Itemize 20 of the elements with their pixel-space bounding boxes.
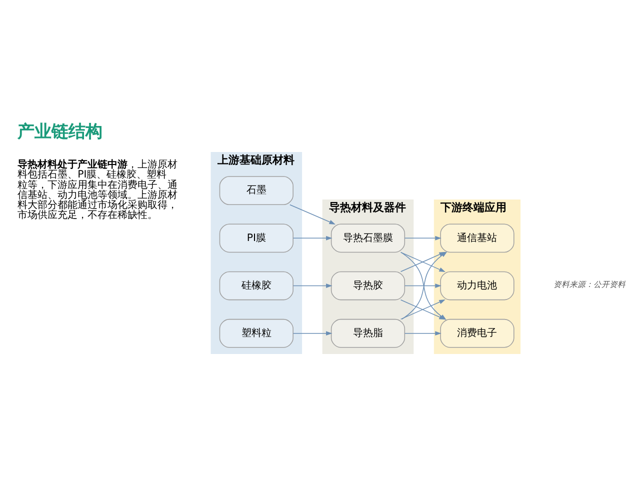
arrow xyxy=(292,330,332,336)
node-box: 塑料粒 xyxy=(219,318,294,348)
label: 资料来源：公开资料 xyxy=(554,279,626,288)
node-box: 消费电子 xyxy=(440,318,514,348)
node-box: 通信基站 xyxy=(440,223,514,252)
arrow xyxy=(404,283,442,288)
node-box: 导热脂 xyxy=(330,318,406,348)
node-box: 导热石墨膜 xyxy=(330,223,406,252)
node-box: 导热胶 xyxy=(330,270,406,300)
node-box: 石墨 xyxy=(219,176,294,204)
arrow xyxy=(404,330,442,336)
diagram-title: 产业链结构 xyxy=(18,122,103,142)
node-box: PI膜 xyxy=(219,223,294,252)
arrow xyxy=(292,235,332,240)
arrow xyxy=(292,283,332,288)
node-box: 硅橡胶 xyxy=(219,270,294,300)
label: 导热材料处于产业链中游，上游原材料包括石墨、PI膜、硅橡胶、塑料粒等，下游应用集中在消费电子、通信基站、动力电池等领域。上游原材料大部分都能通过市场化采购取得，市场供应充足，不存在稀缺性。 xyxy=(18,158,178,221)
arrow xyxy=(404,235,442,240)
node-box: 动力电池 xyxy=(440,270,514,300)
arrow xyxy=(290,204,336,224)
